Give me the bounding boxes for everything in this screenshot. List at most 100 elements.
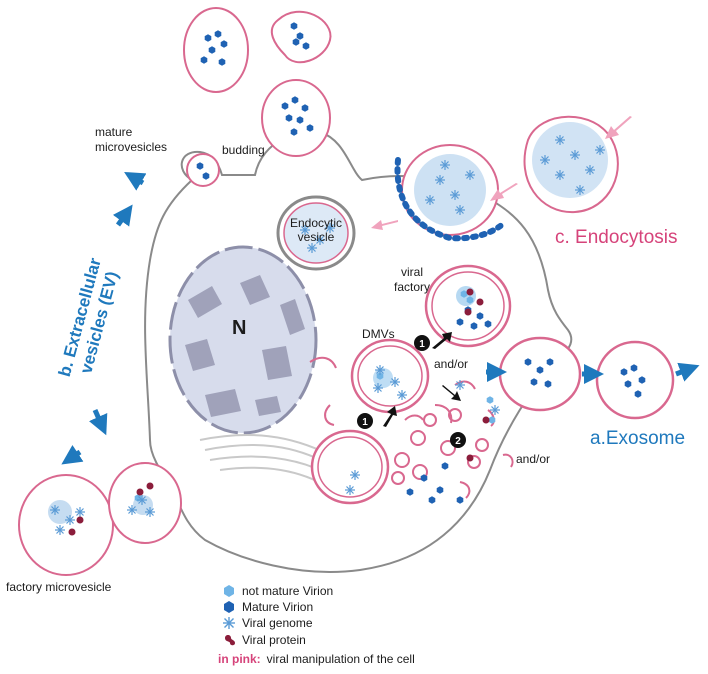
mature-virion <box>634 390 642 398</box>
membrane-fragments <box>309 356 514 499</box>
viral-protein <box>466 288 474 296</box>
blue-arrows <box>61 171 700 465</box>
endocytic-vesicle <box>276 195 356 271</box>
mature-virion <box>214 30 222 38</box>
viral-genome <box>455 380 465 390</box>
budding-vesicle <box>261 79 331 157</box>
nucleus-label: N <box>232 317 246 339</box>
mature-virion <box>624 380 632 388</box>
endocytic-vesicle-label: Endocytic vesicle <box>290 216 343 244</box>
legend-pink-note: in pink: viral manipulation of the cell <box>218 652 415 666</box>
mature-virion <box>406 488 414 496</box>
legend-label: Viral genome <box>242 616 313 630</box>
mature-virion <box>476 312 484 320</box>
mature-virion <box>208 46 216 54</box>
mature-virion <box>296 116 304 124</box>
mature-virion <box>281 102 289 110</box>
viral-genome <box>570 150 580 160</box>
mature-virion <box>428 496 436 504</box>
black-arrows <box>383 332 461 427</box>
mature-virion <box>530 378 538 386</box>
svg-text:2: 2 <box>455 436 461 447</box>
svg-text:1: 1 <box>362 417 368 428</box>
viral-genome <box>55 525 65 535</box>
viral-genome <box>350 470 360 480</box>
legend-item-immature: not mature Virion <box>222 584 333 598</box>
immature-virion <box>376 372 384 380</box>
mature-virion <box>291 96 299 104</box>
legend-pink-prefix: in pink: <box>218 652 261 666</box>
endocytosis-vesicle <box>394 144 508 242</box>
mature-virion <box>544 380 552 388</box>
mature-virion <box>285 114 293 122</box>
viral-protein <box>76 516 84 524</box>
viral-genome <box>145 507 155 517</box>
svg-text:1: 1 <box>419 339 425 350</box>
mature-virion-icon <box>224 601 234 613</box>
mature-virion <box>456 496 464 504</box>
viral-genome <box>575 185 585 195</box>
dmv-upper <box>350 338 430 414</box>
viral-genome <box>465 170 475 180</box>
viral-genome <box>555 135 565 145</box>
step-marker-1a: 1 <box>414 335 430 351</box>
mature-virion <box>536 366 544 374</box>
viral-genome <box>373 383 383 393</box>
viral-factory-label: viral factory <box>394 265 431 294</box>
legend-item-genome: Viral genome <box>222 616 313 630</box>
mature-virion <box>290 22 298 30</box>
viral-genome-icon <box>223 617 235 629</box>
endocytosis-label: c. Endocytosis <box>555 227 678 248</box>
mature-virion <box>436 486 444 494</box>
factory-microvesicle-label: factory microvesicle <box>6 580 112 594</box>
viral-protein <box>146 482 154 490</box>
dmvs-label: DMVs <box>362 327 395 341</box>
exosome-released <box>595 340 675 420</box>
viral-protein-icon <box>225 635 235 646</box>
mature-virion <box>470 322 478 330</box>
viral-genome <box>490 405 500 415</box>
immature-virion <box>460 290 468 298</box>
mature-virion <box>202 172 210 180</box>
viral-genome <box>440 160 450 170</box>
mature-virion <box>420 474 428 482</box>
legend-label: Viral protein <box>242 633 306 647</box>
mature-virion <box>441 462 449 470</box>
viral-genome <box>75 507 85 517</box>
mature-virion <box>630 364 638 372</box>
legend-label: Mature Virion <box>242 600 314 614</box>
small-bud <box>186 153 220 187</box>
viral-genome <box>450 190 460 200</box>
immature-virion <box>488 416 496 424</box>
dmv-lower <box>310 429 390 505</box>
mature-virion <box>484 320 492 328</box>
legend-label: not mature Virion <box>242 584 334 598</box>
mature-virion <box>546 358 554 366</box>
immature-virion <box>486 396 494 404</box>
mature-virion <box>292 38 300 46</box>
mature-virion <box>620 368 628 376</box>
immature-virion <box>466 296 474 304</box>
viral-protein <box>466 454 474 462</box>
viral-protein <box>136 488 144 496</box>
viral-genome <box>137 495 147 505</box>
legend-item-protein: Viral protein <box>222 633 306 647</box>
mature-virion <box>456 318 464 326</box>
not-mature-virion-icon <box>224 585 234 597</box>
step-marker-1b: 1 <box>357 413 373 429</box>
viral-protein <box>482 416 490 424</box>
viral-protein <box>464 308 472 316</box>
viral-genome <box>390 377 400 387</box>
viral-genome <box>375 365 385 375</box>
mature-microvesicles-label: mature microvesicles <box>95 125 168 154</box>
mature-virion <box>204 34 212 42</box>
and-or-label-1: and/or <box>434 357 469 371</box>
mature-virion <box>302 42 310 50</box>
mature-virion <box>296 32 304 40</box>
mature-virion <box>306 124 314 132</box>
exosome-inside <box>498 336 582 412</box>
microvesicle-top-left <box>183 7 249 93</box>
pink-arrows <box>371 116 632 230</box>
viral-genome <box>127 505 137 515</box>
